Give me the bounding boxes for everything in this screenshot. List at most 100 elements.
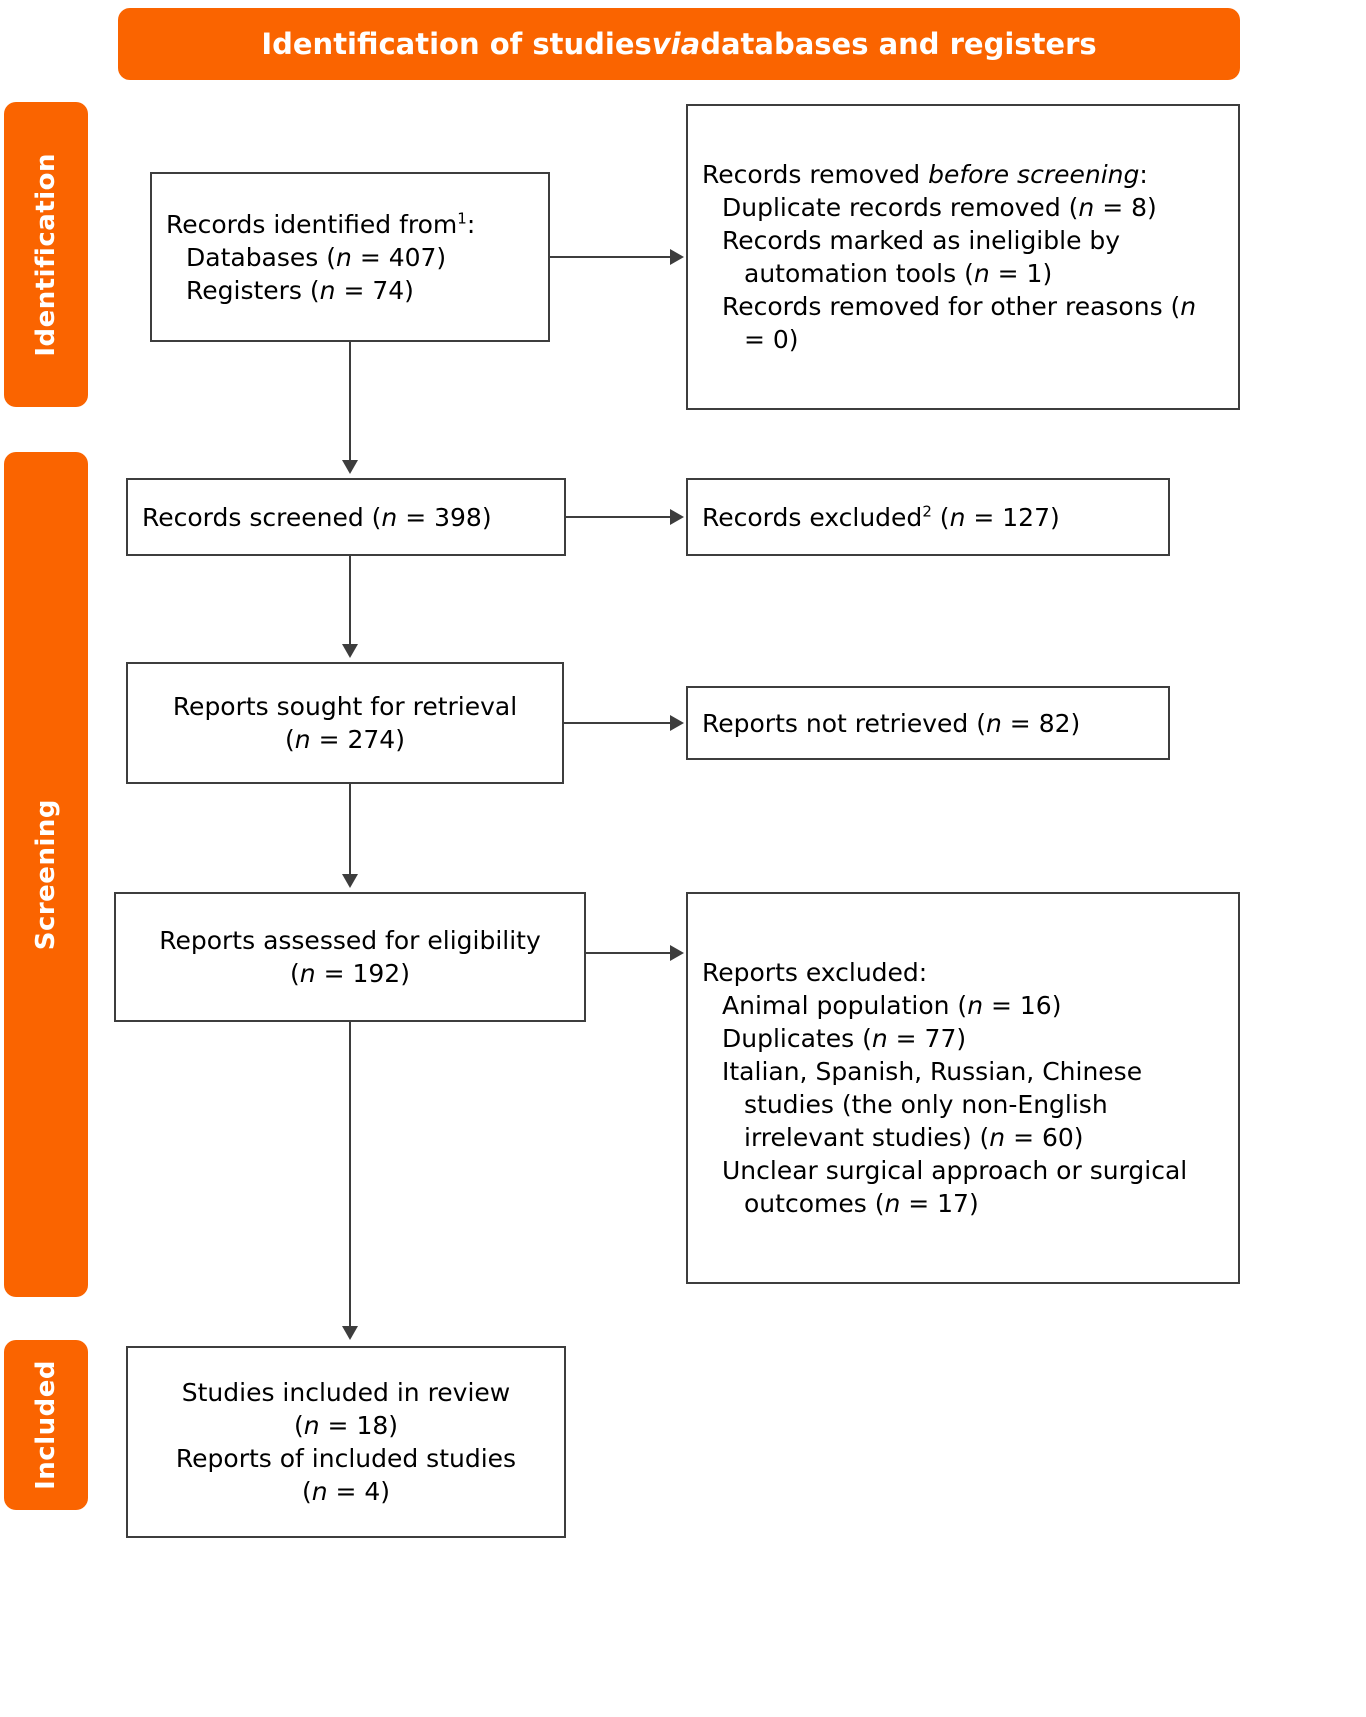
stage-label-identification-text: Identification bbox=[31, 152, 61, 357]
n-symbol: n bbox=[884, 1189, 901, 1218]
box-studies-included: Studies included in review (n = 18) Repo… bbox=[126, 1346, 566, 1538]
arrowhead-sought-to-notretrieved bbox=[670, 715, 684, 731]
box-reports-excluded-line-3: Duplicates (n = 77) bbox=[702, 1022, 1224, 1055]
box-reports-not-retrieved: Reports not retrieved (n = 82) bbox=[686, 686, 1170, 760]
text: = 0) bbox=[744, 325, 799, 354]
box-reports-not-retrieved-line-1: Reports not retrieved (n = 82) bbox=[702, 707, 1154, 740]
box-studies-included-line-3: Reports of included studies bbox=[175, 1444, 517, 1473]
box-records-screened: Records screened (n = 398) bbox=[126, 478, 566, 556]
text: Records excluded bbox=[702, 502, 923, 532]
n-symbol: n bbox=[1078, 193, 1095, 222]
text: : bbox=[1139, 160, 1148, 189]
connector-assessed-to-reportsexcluded bbox=[586, 952, 672, 954]
footnote-marker: 2 bbox=[922, 502, 932, 521]
n-symbol: n bbox=[299, 959, 316, 988]
n-symbol: n bbox=[336, 242, 352, 272]
text: = 16) bbox=[983, 991, 1062, 1020]
text: = 74) bbox=[335, 275, 414, 305]
n-symbol: n bbox=[989, 1123, 1006, 1152]
box-records-removed: Records removed before screening: Duplic… bbox=[686, 104, 1240, 410]
box-studies-included-line-2: (n = 18) bbox=[142, 1409, 550, 1442]
n-symbol: n bbox=[311, 1477, 328, 1506]
text: Records removed bbox=[702, 160, 929, 189]
connector-assessed-to-included bbox=[349, 1022, 351, 1326]
text: = 17) bbox=[900, 1189, 979, 1218]
box-reports-excluded-line-1: Reports excluded: bbox=[702, 958, 928, 987]
box-records-identified-line-3: Registers (n = 74) bbox=[166, 274, 534, 307]
box-reports-excluded-line-2: Animal population (n = 16) bbox=[702, 989, 1224, 1022]
stage-label-included-text: Included bbox=[31, 1360, 61, 1490]
box-records-excluded: Records excluded2 (n = 127) bbox=[686, 478, 1170, 556]
box-studies-included-line-1: Studies included in review bbox=[181, 1378, 511, 1407]
box-records-identified: Records identified from1: Databases (n =… bbox=[150, 172, 550, 342]
n-symbol: n bbox=[986, 708, 1002, 738]
n-symbol: n bbox=[319, 275, 336, 305]
box-records-excluded-line-1: Records excluded2 (n = 127) bbox=[702, 501, 1154, 534]
text: = 77) bbox=[887, 1024, 967, 1053]
box-records-identified-line-2: Databases (n = 407) bbox=[166, 241, 534, 274]
box-reports-excluded: Reports excluded: Animal population (n =… bbox=[686, 892, 1240, 1284]
box-records-identified-line-1: Records identified from1: bbox=[166, 208, 534, 241]
connector-sought-to-notretrieved bbox=[564, 722, 672, 724]
box-reports-excluded-line-5: Unclear surgical approach or surgical ou… bbox=[702, 1154, 1224, 1220]
text: Records removed for other reasons ( bbox=[722, 292, 1181, 321]
box-reports-assessed: Reports assessed for eligibility (n = 19… bbox=[114, 892, 586, 1022]
box-reports-assessed-line-2: (n = 192) bbox=[130, 957, 570, 990]
text: Records screened ( bbox=[142, 502, 382, 532]
box-records-removed-line-1: Records removed before screening: bbox=[702, 158, 1224, 191]
text: Animal population ( bbox=[722, 991, 968, 1020]
n-symbol: n bbox=[1180, 292, 1197, 321]
text: Unclear surgical approach or surgical ou… bbox=[722, 1156, 1188, 1218]
n-symbol: n bbox=[967, 991, 984, 1020]
text: ( bbox=[931, 502, 950, 532]
banner-text-italic: via bbox=[651, 27, 701, 61]
box-records-removed-line-3: Records marked as ineligible by automati… bbox=[702, 224, 1224, 290]
text: Databases ( bbox=[186, 242, 337, 272]
text: ( bbox=[293, 1411, 304, 1440]
box-records-screened-line-1: Records screened (n = 398) bbox=[142, 501, 550, 534]
footnote-marker: 1 bbox=[457, 209, 467, 228]
box-studies-included-line-4: (n = 4) bbox=[142, 1475, 550, 1508]
text: Records marked as ineligible by automati… bbox=[722, 226, 1121, 288]
text: = 398) bbox=[397, 502, 492, 532]
arrowhead-assessed-to-reportsexcluded bbox=[670, 945, 684, 961]
text: ( bbox=[285, 725, 295, 754]
arrowhead-screened-to-excluded bbox=[670, 509, 684, 525]
n-symbol: n bbox=[294, 725, 311, 754]
text: Reports not retrieved ( bbox=[702, 708, 986, 738]
text: = 60) bbox=[1005, 1123, 1084, 1152]
text: = 407) bbox=[351, 242, 447, 272]
stage-label-included: Included bbox=[4, 1340, 88, 1510]
n-symbol: n bbox=[973, 259, 990, 288]
stage-label-screening-text: Screening bbox=[31, 798, 61, 951]
box-records-removed-line-2: Duplicate records removed (n = 8) bbox=[702, 191, 1224, 224]
connector-identified-to-removed bbox=[550, 256, 672, 258]
text: = 127) bbox=[965, 502, 1060, 532]
arrowhead-screened-to-sought bbox=[342, 644, 358, 658]
text: Records identified from bbox=[166, 209, 458, 239]
n-symbol: n bbox=[871, 1024, 888, 1053]
arrowhead-assessed-to-included bbox=[342, 1326, 358, 1340]
box-records-removed-line-4: Records removed for other reasons (n = 0… bbox=[702, 290, 1224, 356]
stage-label-screening: Screening bbox=[4, 452, 88, 1297]
text: = 192) bbox=[315, 959, 410, 988]
box-reports-sought-line-1: Reports sought for retrieval bbox=[172, 692, 518, 721]
connector-screened-to-excluded bbox=[566, 516, 672, 518]
banner-text-before: Identification of studies bbox=[261, 27, 652, 61]
box-reports-assessed-line-1: Reports assessed for eligibility bbox=[159, 926, 541, 955]
text: = 274) bbox=[310, 725, 405, 754]
box-reports-sought-line-2: (n = 274) bbox=[142, 723, 548, 756]
text-italic: before screening bbox=[928, 160, 1140, 189]
stage-label-identification: Identification bbox=[4, 102, 88, 407]
text: = 18) bbox=[319, 1411, 399, 1440]
text: Duplicates ( bbox=[722, 1024, 872, 1053]
text: Duplicate records removed ( bbox=[722, 193, 1079, 222]
arrowhead-identified-to-removed bbox=[670, 249, 684, 265]
connector-screened-to-sought bbox=[349, 556, 351, 644]
text: Italian, Spanish, Russian, Chinese studi… bbox=[722, 1057, 1143, 1152]
text: ( bbox=[301, 1477, 312, 1506]
text: = 4) bbox=[327, 1477, 391, 1506]
arrowhead-sought-to-assessed bbox=[342, 874, 358, 888]
n-symbol: n bbox=[949, 502, 966, 532]
